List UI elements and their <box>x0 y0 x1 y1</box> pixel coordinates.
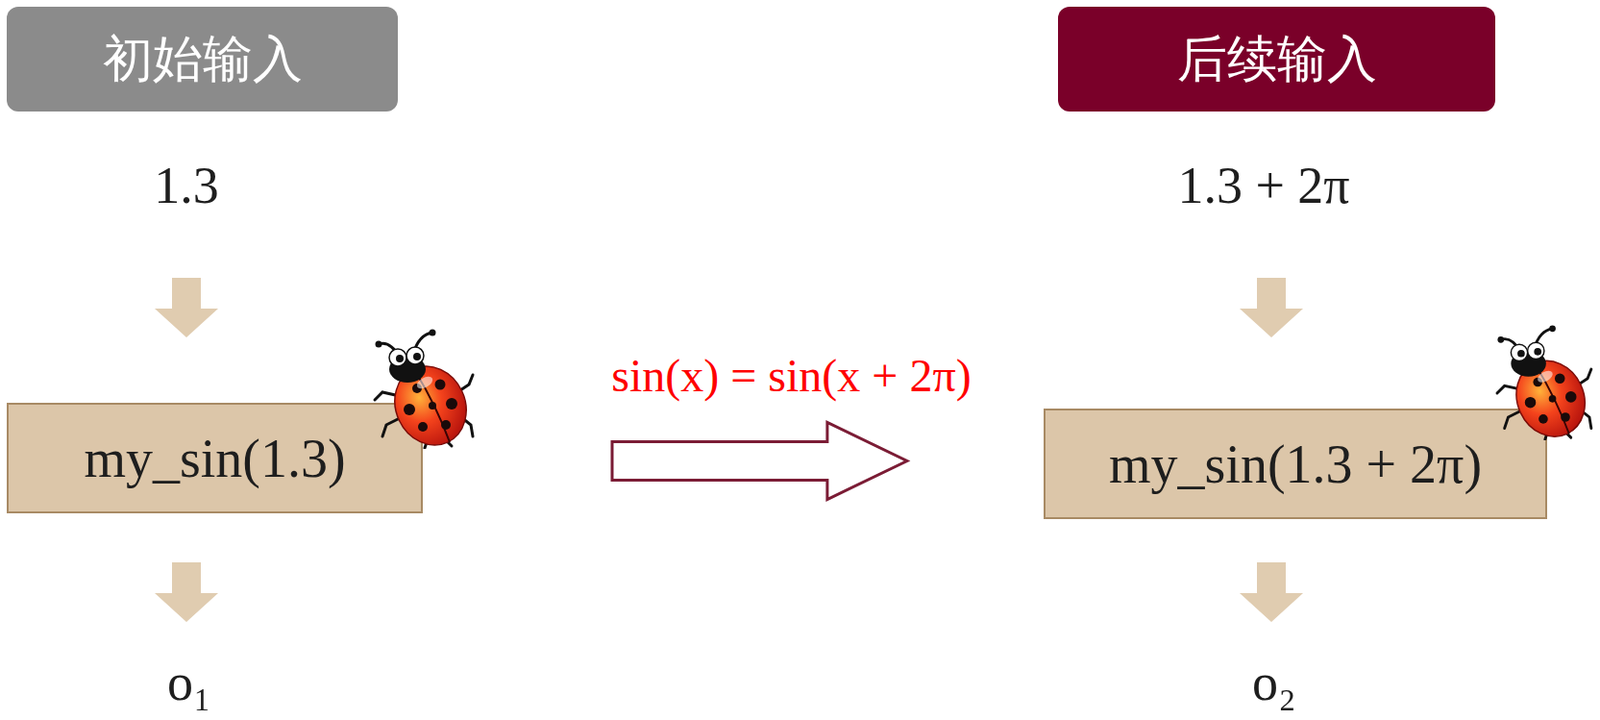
node-text: 后续输入 <box>1177 25 1378 94</box>
ladybug-icon <box>1497 324 1598 447</box>
function-box: my_sin(1.3 + 2π) <box>1043 408 1548 519</box>
block-arrow <box>612 422 908 500</box>
value-label: 1.3 + 2π <box>1177 155 1350 216</box>
down-arrow <box>1239 562 1304 622</box>
value-label: o₂ <box>1252 652 1297 713</box>
ladybug-icon <box>374 329 479 458</box>
value-label: 1.3 <box>153 155 220 216</box>
value-label: o₁ <box>167 652 212 713</box>
node-text: my_sin(1.3 + 2π) <box>1108 433 1482 495</box>
down-arrow <box>154 562 219 622</box>
header-tag: 后续输入 <box>1058 6 1496 112</box>
node-text: my_sin(1.3) <box>83 427 345 490</box>
down-arrow <box>1239 277 1304 338</box>
function-box: my_sin(1.3) <box>6 402 423 514</box>
node-text: 初始输入 <box>102 25 303 94</box>
header-tag: 初始输入 <box>6 6 398 112</box>
identity-formula: sin(x) = sin(x + 2π) <box>607 347 975 401</box>
down-arrow <box>154 277 219 338</box>
